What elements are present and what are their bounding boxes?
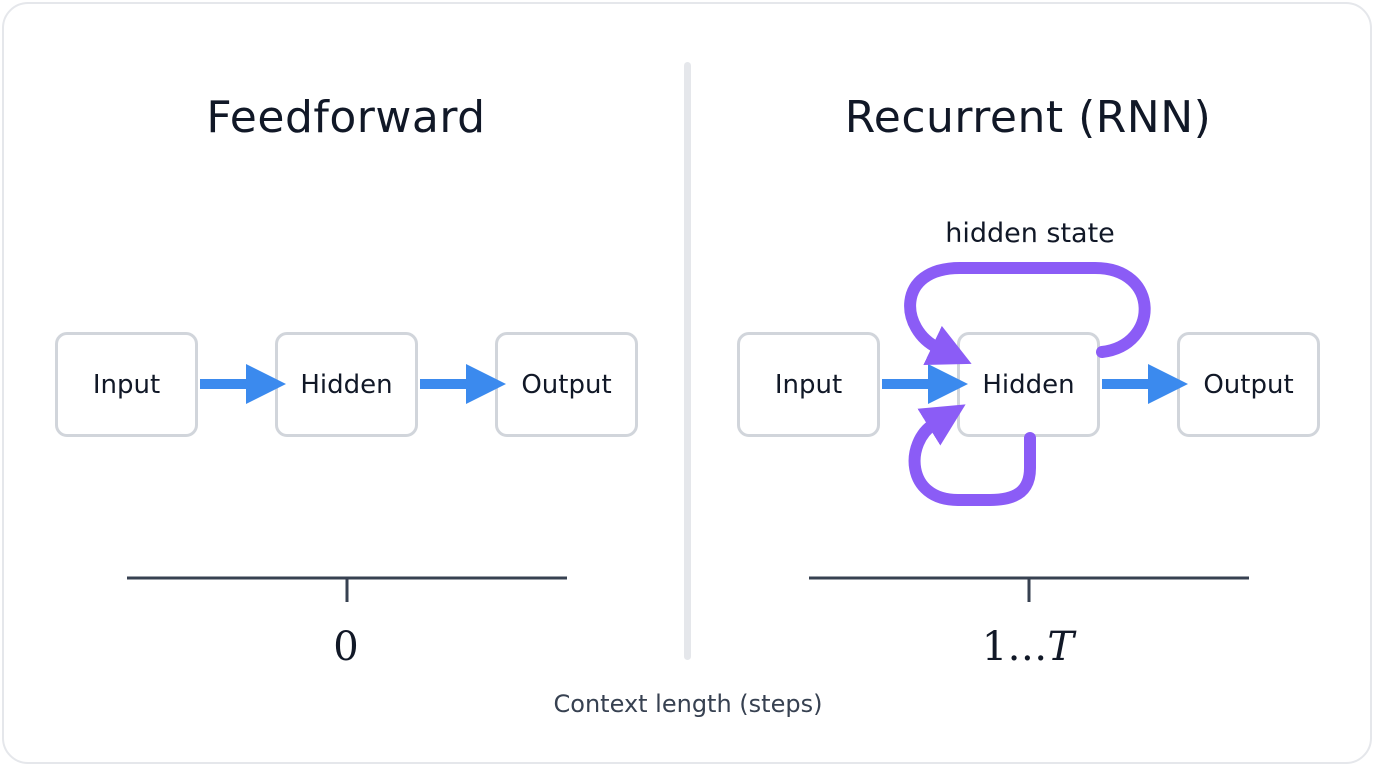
rnn-output-node: Output bbox=[1177, 332, 1320, 437]
ff-context-tick-label: 0 bbox=[333, 624, 359, 670]
ff-output-node: Output bbox=[495, 332, 638, 437]
rnn-context-tick-label: 1…T bbox=[928, 624, 1128, 670]
panel-divider bbox=[684, 62, 691, 660]
ff-hidden-node: Hidden bbox=[275, 332, 418, 437]
rnn-title: Recurrent (RNN) bbox=[844, 92, 1212, 143]
ff-input-node: Input bbox=[55, 332, 198, 437]
feedforward-title: Feedforward bbox=[206, 92, 486, 143]
rnn-input-node: Input bbox=[737, 332, 880, 437]
rnn-tick-range: 1… bbox=[981, 624, 1048, 670]
rnn-hidden-node: Hidden bbox=[957, 332, 1100, 437]
rnn-top-recurrent-loop bbox=[904, 262, 1151, 365]
rnn-bottom-recurrent-loop bbox=[908, 404, 1036, 506]
context-length-axis-label: Context length (steps) bbox=[553, 690, 823, 718]
hidden-state-label: hidden state bbox=[945, 218, 1115, 249]
rnn-tick-variable: T bbox=[1047, 624, 1075, 670]
